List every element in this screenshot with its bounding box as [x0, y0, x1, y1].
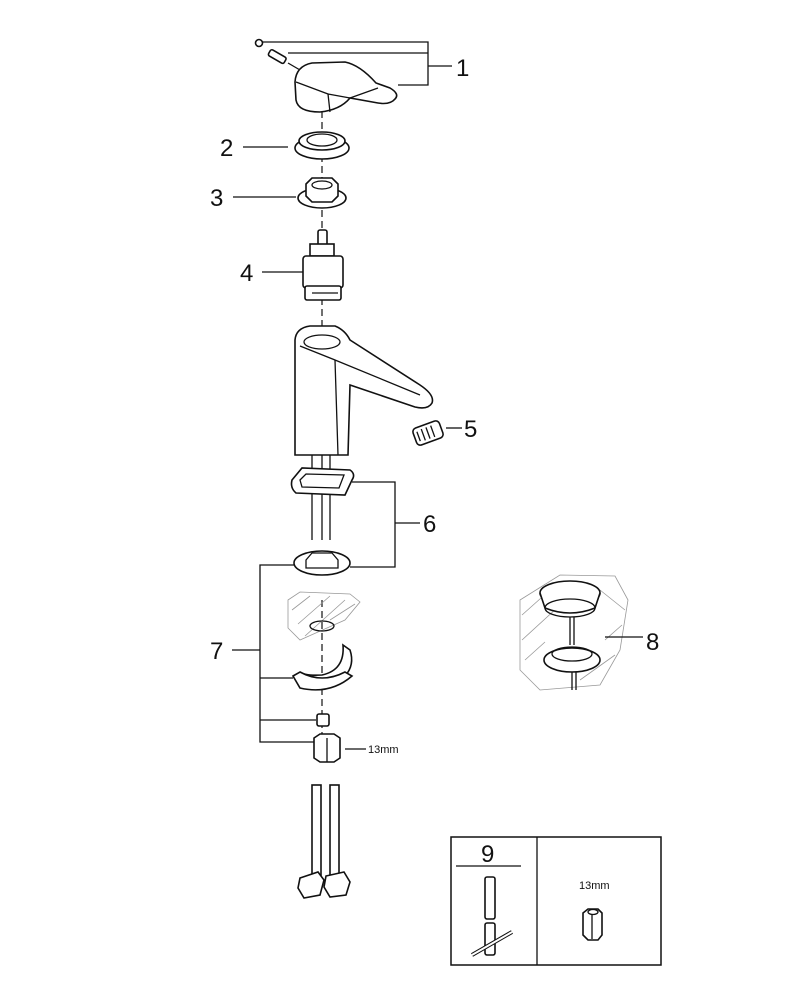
part-number-8: 8	[646, 629, 659, 656]
part-3-nut	[297, 177, 347, 209]
part-number-4: 4	[240, 260, 253, 287]
fixing-size-label: 13mm	[368, 744, 399, 756]
callout-6: 6	[350, 481, 436, 568]
part-number-2: 2	[220, 135, 233, 162]
part-5-aerator	[412, 420, 444, 446]
socket-13mm	[582, 908, 603, 941]
part-number-5: 5	[464, 416, 477, 443]
callout-1: 1	[262, 41, 469, 86]
tool-size-label: 13mm	[579, 880, 610, 892]
wrench-tool	[471, 876, 513, 957]
part-2-cover-ring	[294, 131, 350, 160]
part-6-gasket	[290, 467, 355, 576]
part-number-7: 7	[210, 638, 223, 665]
supply-hoses	[297, 784, 351, 899]
part-4-cartridge	[302, 229, 344, 301]
part-number-9: 9	[481, 841, 494, 868]
part-number-1: 1	[456, 55, 469, 82]
tool-box: 9 13mm	[450, 836, 662, 966]
part-1-handle	[254, 38, 398, 113]
faucet-body	[294, 325, 434, 540]
part-8-popup-waste	[519, 574, 629, 691]
part-7-fixing-set	[287, 591, 361, 763]
callout-7: 7	[210, 564, 316, 743]
part-number-6: 6	[423, 511, 436, 538]
part-number-3: 3	[210, 185, 223, 212]
